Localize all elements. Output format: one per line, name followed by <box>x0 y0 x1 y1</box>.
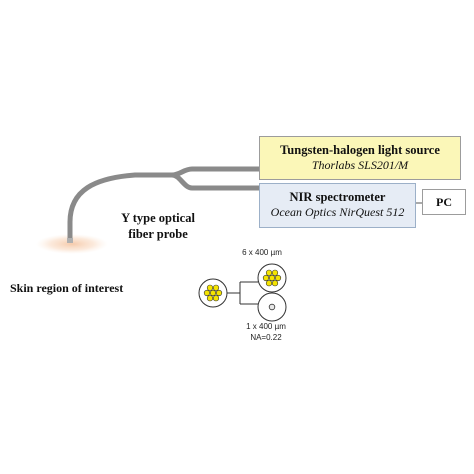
probe-label-line1: Y type optical <box>121 211 195 225</box>
skin-label: Skin region of interest <box>10 281 124 295</box>
split-connector <box>227 281 258 305</box>
bundle-diagram <box>198 263 287 322</box>
numerical-aperture-label: NA=0.22 <box>250 333 282 342</box>
pc-label: PC <box>436 195 452 209</box>
pc-box: PC <box>422 189 466 215</box>
probe-label: Y type optical fiber probe <box>103 210 213 242</box>
light-source-title: Tungsten-halogen light source <box>280 143 440 157</box>
six-fiber-label: 6 x 400 µm <box>242 248 282 257</box>
light-source-box: Tungsten-halogen light source Thorlabs S… <box>259 136 461 180</box>
spectrometer-box: NIR spectrometer Ocean Optics NirQuest 5… <box>259 183 416 228</box>
skin-region <box>36 234 108 254</box>
fiber-cable <box>67 166 262 242</box>
collection-fiber <box>268 303 276 311</box>
probe-tip <box>67 238 73 243</box>
bundle-main-fibers <box>203 284 223 302</box>
cable-trunk <box>67 172 175 242</box>
one-fiber-label: 1 x 400 µm <box>246 322 286 331</box>
spectrometer-title: NIR spectrometer <box>289 190 386 204</box>
probe-label-line2: fiber probe <box>128 227 188 241</box>
spectrometer-model: Ocean Optics NirQuest 512 <box>270 205 405 219</box>
cable-branch-spectrometer <box>169 172 262 191</box>
cable-branch-light <box>169 166 262 178</box>
light-source-model: Thorlabs SLS201/M <box>311 158 409 172</box>
illumination-fibers <box>262 269 282 287</box>
